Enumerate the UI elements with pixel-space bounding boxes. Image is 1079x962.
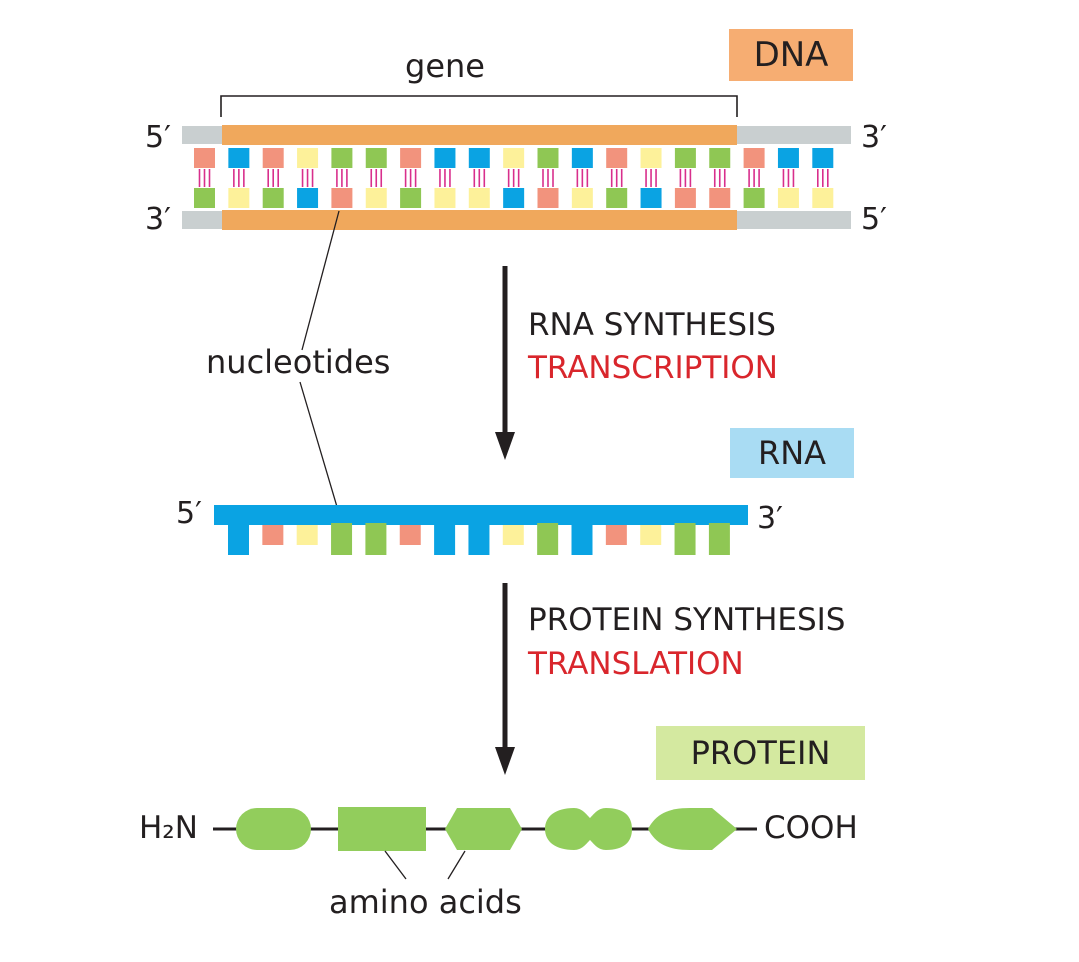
rna-base [708, 523, 730, 555]
dna-top-5prime: 5′ [145, 120, 171, 155]
dna-top-base [331, 148, 353, 168]
protein-tag: PROTEIN [656, 726, 865, 780]
nucleotides-leader-bottom [299, 381, 344, 528]
rna-bases [228, 523, 730, 555]
rna-base [434, 523, 456, 555]
dna-top-base [674, 148, 696, 168]
dna-top-base [812, 148, 834, 168]
rna-backbone [214, 505, 748, 525]
rna-synthesis-label: RNA SYNTHESIS [528, 307, 776, 343]
rna-tag: RNA [730, 428, 854, 478]
dna-tag: DNA [729, 29, 853, 81]
dna-bottom-base [297, 188, 319, 208]
dna-top-base [228, 148, 250, 168]
rna-base [262, 525, 284, 545]
rna-5prime: 5′ [176, 496, 202, 531]
dna-base-pairs [194, 148, 834, 208]
dna-bottom-strand [222, 210, 737, 230]
dna-top-base [537, 148, 559, 168]
dna-bottom-3prime: 3′ [145, 202, 171, 237]
dna-top-base [571, 148, 593, 168]
translation-arrowhead [495, 747, 515, 775]
dna-bottom-base [365, 188, 387, 208]
dna-top-base [365, 148, 387, 168]
dna-bottom-base [812, 188, 834, 208]
dna-top-3prime: 3′ [861, 120, 887, 155]
dna-top-base [606, 148, 628, 168]
dna-top-strand [222, 125, 737, 145]
rna-base [228, 523, 249, 555]
gene-bracket [220, 95, 738, 117]
dna-top-base [503, 148, 525, 168]
n-terminus-label: H₂N [139, 813, 198, 844]
transcription-label: TRANSCRIPTION [528, 350, 778, 386]
rna-base [537, 523, 559, 555]
nucleotides-leader-top [301, 210, 340, 351]
dna-bottom-base [537, 188, 559, 208]
dna-top-base [777, 148, 799, 168]
amino-acid-chain [236, 807, 737, 851]
rna-base [605, 525, 627, 545]
rna-base [674, 523, 696, 555]
amino-acids-label: amino acids [329, 883, 522, 921]
dna-bottom-base [503, 188, 525, 208]
dna-bottom-base [640, 188, 662, 208]
dna-top-base [400, 148, 422, 168]
dna-top-base [262, 148, 284, 168]
dna-bottom-base [262, 188, 284, 208]
c-terminus-label: COOH [764, 810, 858, 846]
amino-leader-right [447, 850, 466, 880]
n-terminus-text: H₂N [139, 810, 198, 846]
amino-acid-residue-3 [445, 808, 522, 850]
dna-bottom-base [228, 188, 250, 208]
dna-bottom-flank-right [737, 211, 851, 229]
gene-label: gene [405, 47, 485, 85]
transcription-arrowhead [495, 432, 515, 460]
dna-bottom-base [777, 188, 799, 208]
dna-top-base [434, 148, 456, 168]
rna-base [640, 525, 662, 545]
dna-bottom-base [194, 188, 215, 208]
amino-acid-residue-2 [338, 807, 426, 851]
dna-top-base [743, 148, 765, 168]
amino-acid-residue-4 [545, 808, 632, 850]
dna-bottom-flank-left [182, 211, 222, 229]
amino-acid-residue-1 [236, 808, 311, 850]
dna-top-base [640, 148, 662, 168]
dna-top-base [709, 148, 731, 168]
dna-top-base [194, 148, 215, 168]
rna-base [365, 523, 387, 555]
dna-top-base [468, 148, 490, 168]
dna-bottom-5prime: 5′ [861, 202, 887, 237]
dna-bottom-base [331, 188, 353, 208]
amino-leader-left [384, 850, 407, 880]
dna-bottom-base [709, 188, 731, 208]
dna-bottom-base [571, 188, 593, 208]
dna-top-base [297, 148, 319, 168]
amino-acid-residue-5 [648, 808, 737, 850]
translation-label: TRANSLATION [528, 646, 744, 682]
dna-bottom-base [400, 188, 422, 208]
rna-base [296, 525, 318, 545]
dna-top-flank-right [737, 126, 851, 144]
dna-bottom-base [434, 188, 456, 208]
rna-base [331, 523, 353, 555]
dna-bottom-base [468, 188, 490, 208]
dna-bottom-base [743, 188, 765, 208]
rna-base [571, 523, 593, 555]
nucleotides-label: nucleotides [206, 343, 391, 381]
dna-bottom-base [674, 188, 696, 208]
protein-synthesis-label: PROTEIN SYNTHESIS [528, 602, 846, 638]
rna-base [502, 525, 524, 545]
dna-top-flank-left [182, 126, 222, 144]
rna-base [399, 525, 421, 545]
rna-3prime: 3′ [757, 501, 783, 536]
dna-bottom-base [606, 188, 628, 208]
rna-base [468, 523, 490, 555]
